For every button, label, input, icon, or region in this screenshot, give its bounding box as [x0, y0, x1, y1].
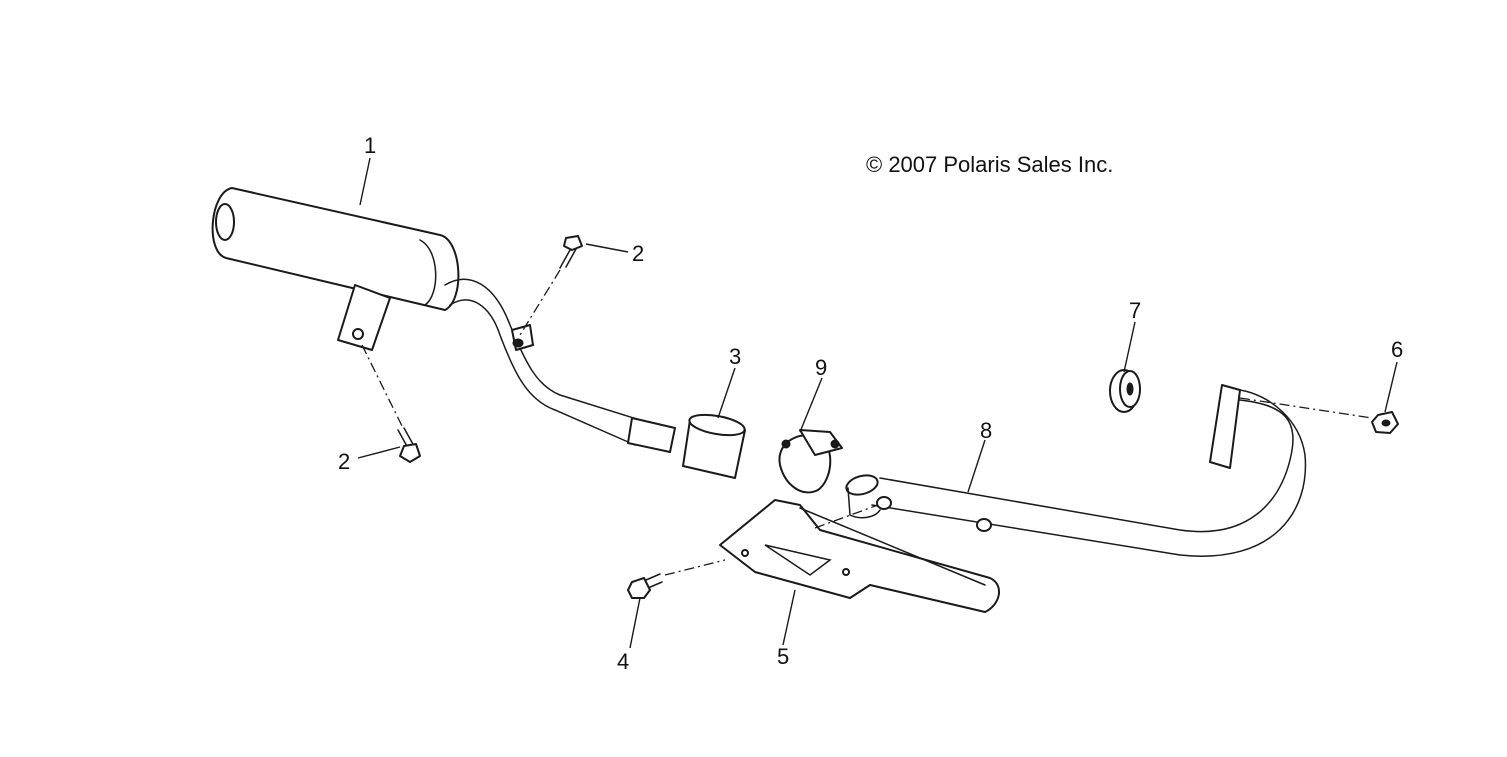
shield-bolt [627, 573, 663, 599]
pipe-sleeve [682, 413, 746, 479]
callout-3: 3 [729, 344, 741, 369]
callout-1: 1 [364, 133, 376, 158]
muffler [211, 187, 676, 453]
callout-6: 6 [1391, 337, 1403, 362]
callout-4: 4 [617, 649, 629, 674]
exhaust-clamp [778, 429, 843, 494]
leader-lines [357, 157, 1398, 649]
heat-shield [719, 499, 1000, 613]
flange-nut [1371, 411, 1399, 434]
bolt-upper [559, 235, 583, 269]
washer [1109, 369, 1141, 413]
bolt-lower [397, 427, 421, 463]
callout-5: 5 [777, 644, 789, 669]
copyright-text: © 2007 Polaris Sales Inc. [866, 152, 1113, 177]
callout-2-upper: 2 [632, 241, 644, 266]
callout-7: 7 [1129, 298, 1141, 323]
callout-2-lower: 2 [338, 449, 350, 474]
head-pipe [845, 384, 1307, 557]
assembly-lines [361, 269, 1373, 576]
callout-8: 8 [980, 418, 992, 443]
callout-9: 9 [815, 355, 827, 380]
